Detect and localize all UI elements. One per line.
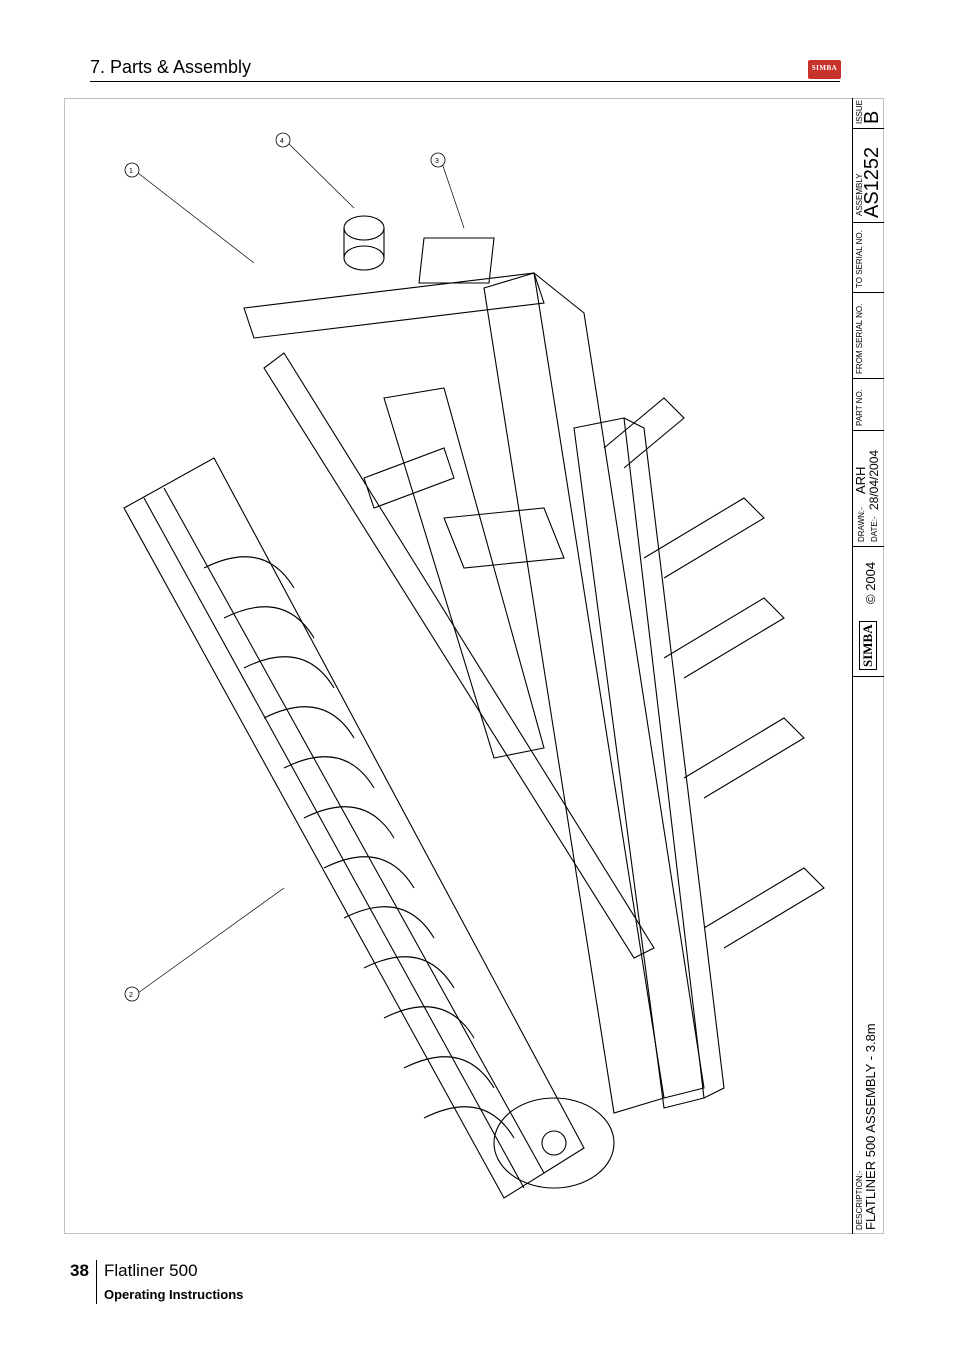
part-no-cell: PART NO. bbox=[853, 378, 884, 431]
assembly-drawing: 1 2 3 4 bbox=[123, 132, 825, 1199]
footer-model: Flatliner 500 bbox=[104, 1261, 198, 1280]
simba-logo-header: SIMBA bbox=[808, 60, 841, 79]
issue-cell: ISSUE B bbox=[853, 98, 884, 129]
drawn-label: DRAWN:- bbox=[857, 507, 866, 542]
date-label: DATE:- bbox=[870, 516, 879, 542]
callout-label: 3 bbox=[435, 158, 439, 165]
drawn-value: ARH bbox=[853, 466, 868, 494]
callout-label: 4 bbox=[280, 138, 284, 145]
footer-subtitle: Operating Instructions bbox=[104, 1287, 244, 1302]
callout-label: 2 bbox=[129, 992, 133, 999]
callout-label: 1 bbox=[129, 168, 133, 175]
assembly-number: AS1252 bbox=[861, 146, 883, 218]
drawing-frame bbox=[64, 98, 884, 1234]
footer-divider bbox=[96, 1260, 97, 1304]
copyright-text: © 2004 bbox=[863, 561, 878, 604]
simba-logo-title-block: SIMBA bbox=[859, 621, 877, 670]
date-value: 28/04/2004 bbox=[867, 449, 881, 510]
drawn-cell: DRAWN:- ARH DATE:- 28/04/2004 bbox=[853, 430, 884, 547]
part-no-label: PART NO. bbox=[855, 389, 864, 426]
title-block: ISSUE B ASSEMBLY AS1252 TO SERIAL NO. FR… bbox=[852, 98, 884, 1234]
copyright-cell: © 2004 SIMBA bbox=[853, 546, 884, 677]
header-rule bbox=[90, 81, 840, 82]
callout-2: 2 bbox=[124, 986, 140, 1002]
callout-4: 4 bbox=[275, 132, 291, 148]
description-cell: DESCRIPTION:- FLATLINER 500 ASSEMBLY - 3… bbox=[853, 676, 884, 1233]
assembly-cell: ASSEMBLY AS1252 bbox=[853, 128, 884, 223]
to-serial-cell: TO SERIAL NO. bbox=[853, 222, 884, 293]
to-serial-label: TO SERIAL NO. bbox=[855, 230, 864, 288]
callout-3: 3 bbox=[430, 152, 446, 168]
from-serial-label: FROM SERIAL NO. bbox=[855, 303, 864, 374]
issue-value: B bbox=[861, 110, 883, 124]
section-title: 7. Parts & Assembly bbox=[90, 57, 252, 77]
page-number: 38 bbox=[70, 1261, 89, 1280]
callout-1: 1 bbox=[124, 162, 140, 178]
from-serial-cell: FROM SERIAL NO. bbox=[853, 292, 884, 379]
description-value: FLATLINER 500 ASSEMBLY - 3.8m bbox=[863, 1023, 878, 1230]
logo-text: SIMBA bbox=[811, 64, 838, 72]
